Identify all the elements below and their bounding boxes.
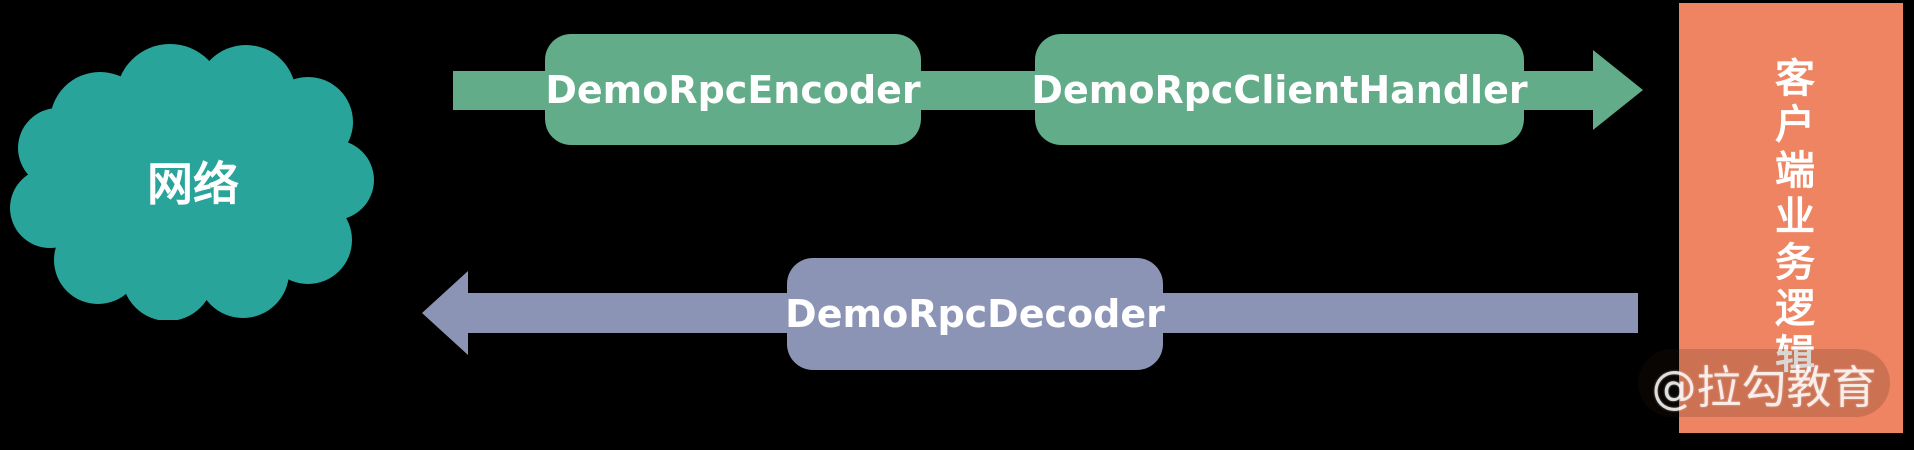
network-cloud-icon: [10, 44, 374, 320]
network-cloud-label: 网络: [147, 157, 239, 211]
client-business-logic-label: 客户端业务逻辑: [1768, 57, 1814, 379]
arrow-left-icon: [422, 271, 468, 355]
watermark-label: @拉勾教育: [1651, 360, 1877, 414]
arrow-right-icon: [1593, 50, 1643, 130]
watermark-badge: @拉勾教育: [1638, 349, 1890, 417]
client-handler-node: DemoRpcClientHandler: [1031, 34, 1528, 145]
client-handler-node-label: DemoRpcClientHandler: [1031, 67, 1528, 112]
decoder-node: DemoRpcDecoder: [785, 258, 1165, 370]
decoder-node-label: DemoRpcDecoder: [785, 292, 1165, 336]
client-business-logic-bar: 客户端业务逻辑: [1679, 3, 1903, 433]
encoder-node: DemoRpcEncoder: [545, 34, 921, 145]
encoder-node-label: DemoRpcEncoder: [545, 67, 921, 112]
